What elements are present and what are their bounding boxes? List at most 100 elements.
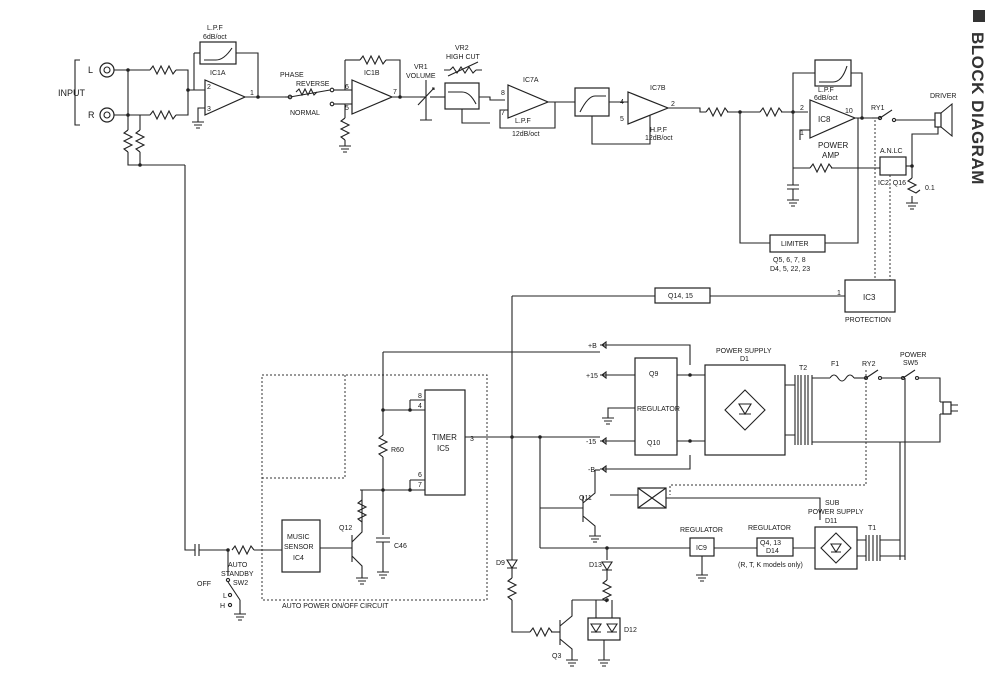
transformer-t1 xyxy=(865,535,881,561)
input-jack-r xyxy=(99,107,115,123)
auto-power-circuit-border xyxy=(261,374,488,601)
input-jack-l xyxy=(99,62,115,78)
ic7b-pin4: 4 xyxy=(620,99,624,106)
input-r-label: R xyxy=(88,110,95,120)
regulator-box xyxy=(634,357,678,456)
ic2q16-label: IC2, Q16 xyxy=(878,180,906,187)
music2-label: SENSOR xyxy=(284,544,314,551)
ic3-pin1: 1 xyxy=(837,290,841,297)
l-switch-label: L xyxy=(223,593,227,600)
diode-d13 xyxy=(601,561,613,572)
vr2-filter-box xyxy=(444,82,480,110)
t1-label: T1 xyxy=(868,525,876,532)
ic7b-pin2: 2 xyxy=(671,101,675,108)
q10-label: Q10 xyxy=(647,440,660,447)
ic7a-pin7: 7 xyxy=(501,110,505,117)
auto1-label: AUTO xyxy=(228,562,248,569)
t2-label: T2 xyxy=(799,365,807,372)
hpf-label: H.P.F xyxy=(650,127,667,134)
normal-label: NORMAL xyxy=(290,110,320,117)
music-sensor-stage: MUSIC SENSOR IC4 Q12 xyxy=(281,489,383,585)
transformer-t2 xyxy=(794,375,813,445)
input-l-label: L xyxy=(88,65,93,75)
ic1a-pin1: 1 xyxy=(250,90,254,97)
ic1b-pin7: 7 xyxy=(393,89,397,96)
driver-speaker xyxy=(934,112,942,128)
power-label: POWER xyxy=(818,141,848,150)
ic5-pin4: 4 xyxy=(418,403,422,410)
lpf2-rate: 12dB/oct xyxy=(512,131,540,138)
ic5-pin3: 3 xyxy=(470,436,474,443)
r60-label: R60 xyxy=(391,447,404,454)
q1415-label: Q14, 15 xyxy=(668,293,693,300)
subps2-label: POWER SUPPLY xyxy=(808,509,864,516)
q3-label: Q3 xyxy=(552,653,561,660)
d14-label: D14 xyxy=(766,548,779,555)
q9-label: Q9 xyxy=(649,371,658,378)
ic7a-label: IC7A xyxy=(523,77,539,84)
lpf1-box xyxy=(199,41,237,65)
auto2-label: STANDBY xyxy=(221,571,254,578)
ic3-label: IC3 xyxy=(863,293,876,302)
ic1a-stage: L.P.F 6dB/oct IC1A 2 3 1 xyxy=(192,25,285,129)
phase-switch: PHASE REVERSE NORMAL xyxy=(280,72,345,117)
timer-stage: TIMER IC5 8 4 6 7 3 R60 C46 xyxy=(360,351,600,579)
diode-d9 xyxy=(506,559,518,570)
phase-label: PHASE xyxy=(280,72,304,79)
resistor-r60 xyxy=(377,434,389,458)
anlc-box xyxy=(879,156,907,176)
d9-label: D9 xyxy=(496,560,505,567)
q12-transistor xyxy=(351,500,363,578)
d1-label: D1 xyxy=(740,356,749,363)
vr2-highcut: VR2 HIGH CUT xyxy=(444,45,505,124)
auto-standby-stage: AUTO STANDBY SW2 OFF L H xyxy=(184,165,282,621)
limiter-stage: LIMITER Q5, 6, 7, 8 D4, 5, 22, 23 xyxy=(739,112,859,273)
ic5-pin7: 7 xyxy=(418,482,422,489)
regulator2-label: REGULATOR xyxy=(680,527,723,534)
reverse-label: REVERSE xyxy=(296,81,330,88)
vr1-label: VR1 xyxy=(414,64,428,71)
ic8-pin1: 1 xyxy=(800,130,804,137)
ic7b-label: IC7B xyxy=(650,85,666,92)
q413-box xyxy=(756,537,794,557)
ry1-label: RY1 xyxy=(871,105,885,112)
lpf1-rate: 6dB/oct xyxy=(203,34,227,41)
plus15-label: +15 xyxy=(586,373,598,380)
d11-label: D11 xyxy=(825,518,837,525)
ic5-label: IC5 xyxy=(437,444,450,453)
plusB-label: +B xyxy=(588,343,597,350)
ic8-label: IC8 xyxy=(818,115,831,124)
input-label: INPUT xyxy=(58,88,86,98)
lpf3-rate: 6dB/oct xyxy=(814,95,838,102)
off-label: OFF xyxy=(197,581,211,588)
amp-label: AMP xyxy=(822,151,839,160)
ic1a-label: IC1A xyxy=(210,70,226,77)
resistor-l-in xyxy=(149,64,177,76)
limiter-label: LIMITER xyxy=(781,241,809,248)
ic7b-opamp xyxy=(627,91,670,125)
fuse-f1 xyxy=(829,374,855,382)
sw2-label: SW2 xyxy=(233,580,248,587)
protection-label: PROTECTION xyxy=(845,317,891,324)
page-title-text: BLOCK DIAGRAM xyxy=(968,32,987,185)
sub-supply-stage: Q11 REGULATOR IC9 REGULATOR Q4, 13 D14 (… xyxy=(538,435,905,582)
q413-label: Q4, 13 xyxy=(760,540,781,547)
driver-label: DRIVER xyxy=(930,93,956,100)
regulator3-label: REGULATOR xyxy=(748,525,791,532)
ic8-opamp xyxy=(809,99,857,139)
c46-label: C46 xyxy=(394,543,407,550)
ic5-pin6: 6 xyxy=(418,472,422,479)
ic1b-pin5: 5 xyxy=(345,105,349,112)
indicator-stage: D9 Q3 D13 D12 xyxy=(496,546,637,667)
minus15-label: -15 xyxy=(586,439,596,446)
ic7a-stage: IC7A 8 7 L.P.F 12dB/oct xyxy=(499,77,575,138)
vr2-label: VR2 xyxy=(455,45,469,52)
powersw-label-b: SW5 xyxy=(903,360,918,367)
lpf2-label: L.P.F xyxy=(515,118,531,125)
timer-label: TIMER xyxy=(432,433,457,442)
ic1a-pin3: 3 xyxy=(207,106,211,113)
ic1b-pin6: 6 xyxy=(345,84,349,91)
models-label: (R, T, K models only) xyxy=(738,562,803,569)
subps1-label: SUB xyxy=(825,500,840,507)
